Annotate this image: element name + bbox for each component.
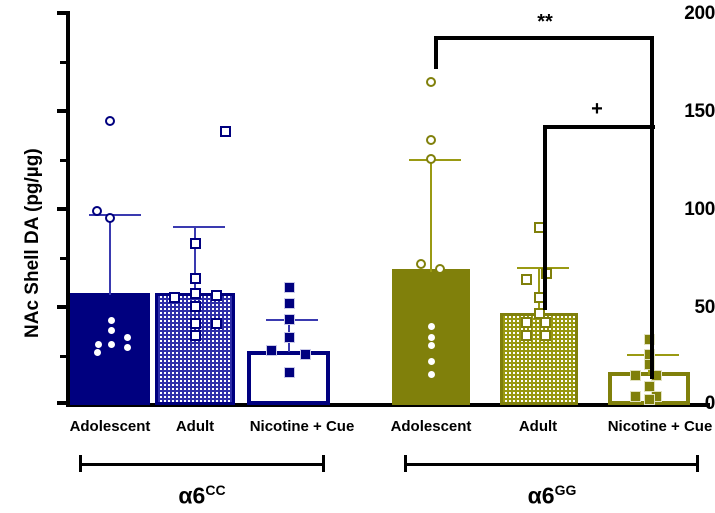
data-point [105, 116, 115, 126]
data-point [190, 318, 201, 329]
data-point [211, 318, 222, 329]
y-tick-minor-125 [60, 159, 66, 162]
x-label-a6cc-adult: Adult [175, 418, 215, 435]
data-point [428, 371, 435, 378]
y-tick-label-150: 150 [684, 101, 715, 122]
data-point [124, 334, 131, 341]
group-label-a6gg-sup: GG [554, 482, 577, 498]
data-point [211, 290, 222, 301]
y-tick-minor-25 [60, 355, 66, 358]
bar-a6gg-adult [500, 313, 578, 405]
data-point [540, 330, 551, 341]
data-point [284, 367, 295, 378]
sig-label-high: ** [537, 11, 553, 33]
x-label-a6gg-adult: Adult [518, 418, 558, 435]
data-point [630, 370, 641, 381]
group-label-a6gg-base: α6 [527, 482, 555, 509]
data-point [220, 126, 231, 137]
data-point [540, 317, 551, 328]
y-tick-100 [57, 207, 66, 211]
group-label-a6cc-sup: CC [205, 482, 226, 498]
group-label-a6cc-base: α6 [178, 482, 206, 509]
data-point [644, 394, 655, 405]
y-tick-50 [57, 305, 66, 309]
data-point [169, 292, 180, 303]
group-bracket-cc-right [322, 455, 325, 472]
data-point [644, 334, 655, 345]
y-tick-minor-75 [60, 257, 66, 260]
data-point [284, 298, 295, 309]
x-label-a6gg-adolescent: Adolescent [390, 418, 472, 435]
data-point [428, 342, 435, 349]
data-point [521, 274, 532, 285]
sig-bracket-high-left [434, 36, 438, 69]
data-point [521, 330, 532, 341]
group-bracket-gg-right [696, 455, 699, 472]
errorbar-cap-a6cc-adult [173, 226, 225, 228]
bar-a6cc-adult [155, 293, 235, 405]
data-point [266, 345, 277, 356]
data-point [124, 344, 131, 351]
data-point [190, 238, 201, 249]
data-point [426, 135, 436, 145]
y-tick-150 [57, 109, 66, 113]
data-point [300, 349, 311, 360]
data-point [94, 349, 101, 356]
sig-bracket-low-top [543, 125, 655, 129]
data-point [108, 341, 115, 348]
sig-bracket-high-right [650, 36, 654, 379]
data-point [190, 330, 201, 341]
sig-label-low: + [591, 98, 603, 120]
errorbar-stem-a6cc-adult [194, 227, 196, 295]
y-tick-minor-175 [60, 61, 66, 64]
data-point [428, 323, 435, 330]
data-point [534, 308, 545, 319]
y-tick-label-50: 50 [694, 297, 715, 318]
y-tick-label-200: 200 [684, 3, 715, 24]
y-tick-200 [57, 11, 66, 15]
data-point [435, 264, 445, 274]
data-point [426, 77, 436, 87]
y-tick-label-0: 0 [704, 393, 715, 414]
data-point [95, 341, 102, 348]
data-point [416, 259, 426, 269]
data-point [428, 334, 435, 341]
y-axis-label: NAc Shell DA (pg/µg) [22, 148, 43, 338]
data-point [92, 206, 102, 216]
bar-a6cc-adolescent [70, 293, 150, 405]
group-label-a6gg: α6GG [492, 478, 612, 508]
data-point [521, 317, 532, 328]
x-axis-line [66, 403, 710, 407]
data-point [108, 327, 115, 334]
data-point [190, 273, 201, 284]
data-point [284, 282, 295, 293]
bar-a6cc-nicotine-cue [247, 351, 330, 405]
x-label-a6cc-nicotine-cue: Nicotine + Cue [249, 418, 355, 435]
sig-bracket-low-left [543, 125, 547, 310]
y-tick-label-100: 100 [684, 199, 715, 220]
data-point [108, 317, 115, 324]
data-point [190, 301, 201, 312]
errorbar-stem-a6gg-adolescent [430, 160, 432, 272]
x-label-a6gg-nicotine-cue: Nicotine + Cue [607, 418, 713, 435]
group-label-a6cc: α6CC [142, 478, 262, 508]
data-point [284, 314, 295, 325]
data-point [105, 213, 115, 223]
data-point [284, 332, 295, 343]
data-point [644, 381, 655, 392]
errorbar-stem-a6gg-adult [538, 268, 540, 315]
data-point [428, 358, 435, 365]
x-label-a6cc-adolescent: Adolescent [69, 418, 151, 435]
data-point [190, 288, 201, 299]
data-point [426, 154, 436, 164]
errorbar-cap-a6cc-adolescent [89, 214, 141, 216]
errorbar-stem-a6cc-adolescent [109, 215, 111, 295]
data-point [630, 391, 641, 402]
group-bracket-cc [79, 463, 325, 466]
y-axis-line [66, 11, 70, 407]
data-point [644, 359, 655, 370]
sig-bracket-high-top [434, 36, 654, 40]
group-bracket-gg [404, 463, 699, 466]
y-tick-0 [57, 401, 66, 405]
